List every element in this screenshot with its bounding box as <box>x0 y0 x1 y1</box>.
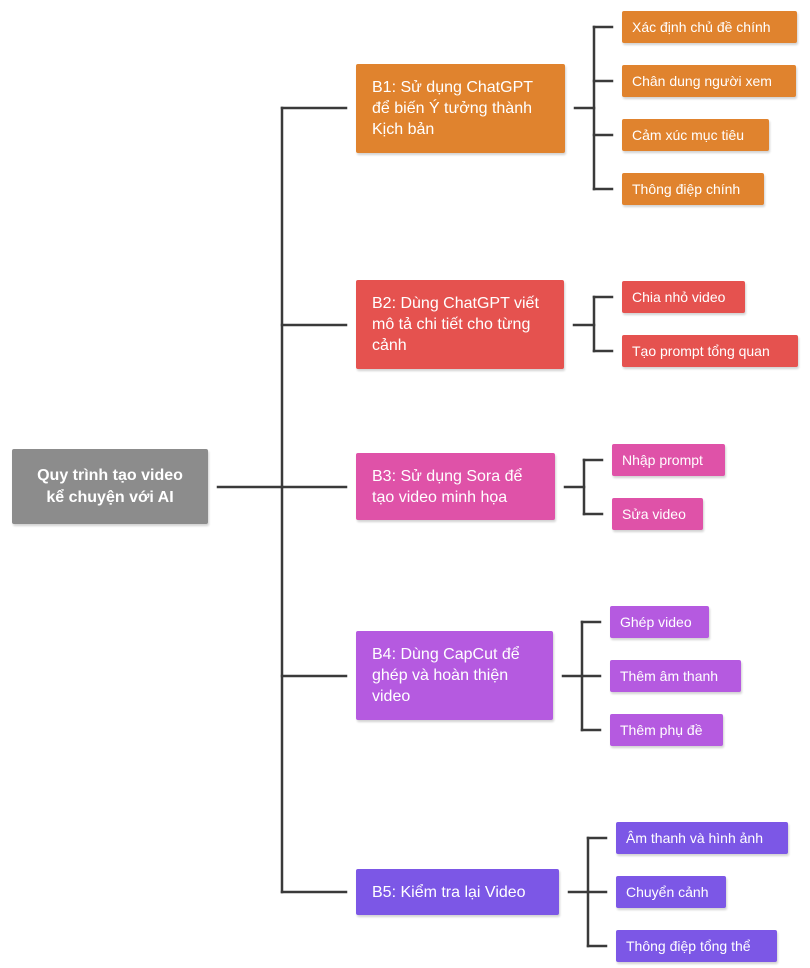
step-4-child-2: Thêm âm thanh <box>610 660 741 692</box>
step-5-child-3: Thông điệp tổng thể <box>616 930 777 962</box>
step-4-child-1: Ghép video <box>610 606 709 638</box>
step-1-child-4: Thông điệp chính <box>622 173 764 205</box>
leaf-label: Chân dung người xem <box>632 73 772 89</box>
leaf-label: Thông điệp chính <box>632 181 741 197</box>
step-4-node: B4: Dùng CapCut để ghép và hoàn thiện vi… <box>356 631 553 720</box>
step-2-child-2: Tạo prompt tổng quan <box>622 335 798 367</box>
step-2-child-1: Chia nhỏ video <box>622 281 745 313</box>
leaf-label: Chuyển cảnh <box>626 884 709 900</box>
leaf-label: Thông điệp tổng thể <box>626 938 751 954</box>
leaf-label: Thêm âm thanh <box>620 668 719 684</box>
step-1-label: B1: Sử dụng ChatGPT để biến Ý tưởng thàn… <box>372 79 533 138</box>
step-4-child-3: Thêm phụ đề <box>610 714 723 746</box>
leaf-label: Xác định chủ đề chính <box>632 19 771 35</box>
step-5-child-2: Chuyển cảnh <box>616 876 726 908</box>
step-3-node: B3: Sử dụng Sora để tạo video minh họa <box>356 453 555 520</box>
step-5-child-1: Âm thanh và hình ảnh <box>616 822 788 854</box>
step-5-node: B5: Kiểm tra lại Video <box>356 869 559 915</box>
root-label: Quy trình tạo video kể chuyện với AI <box>37 466 183 506</box>
step-2-label: B2: Dùng ChatGPT viết mô tả chi tiết cho… <box>372 295 539 354</box>
leaf-label: Thêm phụ đề <box>620 722 703 738</box>
step-1-node: B1: Sử dụng ChatGPT để biến Ý tưởng thàn… <box>356 64 565 153</box>
step-3-child-2: Sửa video <box>612 498 703 530</box>
root-node: Quy trình tạo video kể chuyện với AI <box>12 449 208 524</box>
step-5-label: B5: Kiểm tra lại Video <box>372 883 526 901</box>
step-3-label: B3: Sử dụng Sora để tạo video minh họa <box>372 467 523 506</box>
step-4-label: B4: Dùng CapCut để ghép và hoàn thiện vi… <box>372 646 520 705</box>
leaf-label: Cảm xúc mục tiêu <box>632 127 745 143</box>
step-1-child-1: Xác định chủ đề chính <box>622 11 797 43</box>
leaf-label: Chia nhỏ video <box>632 289 726 305</box>
step-3-child-1: Nhập prompt <box>612 444 725 476</box>
step-1-child-2: Chân dung người xem <box>622 65 796 97</box>
leaf-label: Sửa video <box>622 506 686 522</box>
leaf-label: Tạo prompt tổng quan <box>632 343 770 359</box>
leaf-label: Nhập prompt <box>622 452 703 468</box>
leaf-label: Ghép video <box>620 614 692 630</box>
leaf-label: Âm thanh và hình ảnh <box>626 830 763 846</box>
step-1-child-3: Cảm xúc mục tiêu <box>622 119 769 151</box>
step-2-node: B2: Dùng ChatGPT viết mô tả chi tiết cho… <box>356 280 564 369</box>
